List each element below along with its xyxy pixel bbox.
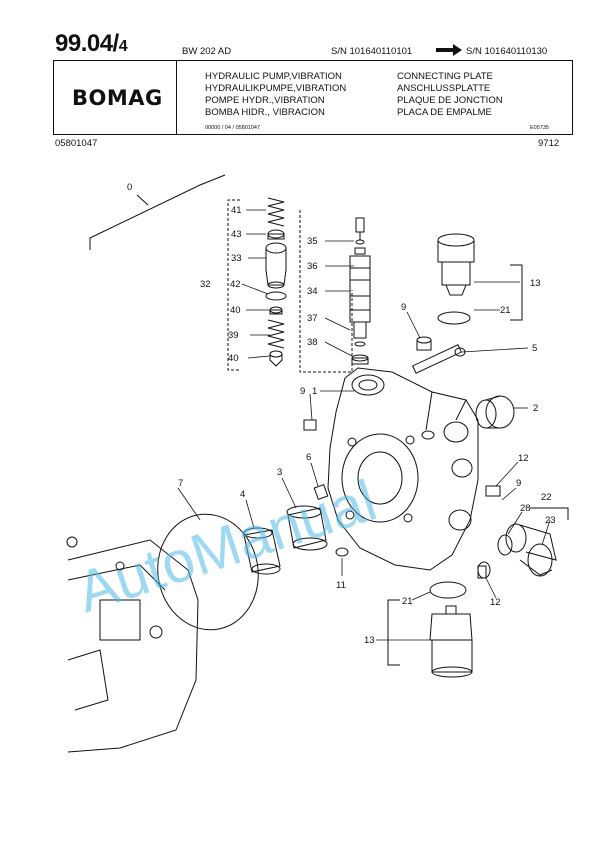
label-43: 43 [231, 229, 242, 240]
title-en: HYDRAULIC PUMP,VIBRATION [205, 71, 342, 82]
label-34: 34 [307, 286, 318, 297]
label-6: 6 [306, 452, 311, 463]
subtitle-en: CONNECTING PLATE [397, 71, 493, 82]
leader-lines [177, 209, 551, 641]
o-ring-7 [157, 513, 259, 631]
sleeve-33 [265, 242, 287, 289]
title-right: CONNECTING PLATE ANSCHLUSSPLATTE PLAQUE … [397, 71, 503, 119]
subtitle-fr: PLAQUE DE JONCTION [397, 95, 503, 106]
screw-5 [411, 344, 466, 374]
spool-assembly [349, 217, 371, 365]
header-divider [176, 60, 177, 135]
label-12-lower: 12 [490, 597, 501, 608]
plug-12-lower [477, 561, 491, 579]
housing-1 [327, 367, 479, 571]
drawing-code: E05735 [530, 125, 549, 131]
label-0: 0 [127, 182, 132, 193]
label-36: 36 [307, 261, 318, 272]
group-32-bracket [227, 199, 240, 371]
subtitle-de: ANSCHLUSSPLATTE [397, 83, 491, 94]
model-name: BW 202 AD [182, 46, 232, 57]
label-3: 3 [277, 467, 282, 478]
label-39: 39 [228, 330, 239, 341]
label-1: 1 [312, 386, 317, 397]
label-21-top: 21 [500, 305, 511, 316]
serial-to: S/N 101640110130 [466, 46, 548, 57]
washer-40-lower [269, 350, 283, 367]
label-23: 23 [545, 515, 556, 526]
group-13-bracket-bottom [387, 599, 400, 666]
o-ring-21-top [437, 311, 471, 325]
label-11: 11 [336, 580, 346, 591]
label-2: 2 [533, 403, 538, 414]
sleeve-3 [286, 505, 328, 551]
label-22: 22 [541, 492, 552, 503]
header-box [53, 60, 573, 135]
label-32: 32 [200, 279, 211, 290]
subtitle-es: PLACA DE EMPALME [397, 107, 492, 118]
title-de: HYDRAULIKPUMPE,VIBRATION [205, 83, 347, 94]
label-13-lower: 13 [364, 635, 375, 646]
date-code: 9712 [538, 138, 560, 149]
group-1-bracket [299, 210, 353, 373]
bushing-2 [475, 395, 515, 429]
label-5: 5 [532, 343, 537, 354]
label-35: 35 [307, 236, 318, 247]
plug-11 [335, 547, 349, 557]
seal-28 [497, 534, 513, 556]
sleeve-4 [243, 527, 281, 575]
label-9-right: 9 [516, 478, 521, 489]
page-number: 99.04/4 [55, 30, 128, 58]
page-number-sub: 4 [118, 38, 128, 55]
label-9-left: 9 [300, 386, 305, 397]
label-9-top: 9 [401, 302, 406, 313]
label-7: 7 [178, 478, 183, 489]
label-40: 40 [230, 305, 241, 316]
title-fr: POMPE HYDR.,VIBRATION [205, 95, 325, 106]
plug-12-upper [485, 485, 501, 497]
relief-valve-13-lower [429, 605, 473, 678]
label-40-b: 40 [228, 353, 239, 364]
plug-9-left [303, 419, 317, 431]
label-33: 33 [231, 253, 242, 264]
document-number: 05801047 [55, 138, 98, 149]
title-left: HYDRAULIC PUMP,VIBRATION HYDRAULIKPUMPE,… [205, 71, 346, 119]
brand-logo: BOMAG [72, 86, 163, 110]
label-42: 42 [230, 279, 241, 290]
plug-9-top [416, 336, 432, 351]
watermark: AutoManual [69, 468, 383, 625]
label-37: 37 [307, 313, 318, 324]
label-41: 41 [231, 205, 242, 216]
label-12-upper: 12 [518, 453, 529, 464]
title-es: BOMBA HIDR., VIBRACION [205, 107, 325, 118]
group-0-bracket [89, 174, 226, 250]
pump-housing [66, 536, 199, 753]
washer-40-upper [269, 306, 283, 315]
label-38: 38 [307, 337, 318, 348]
page-number-main: 99.04/ [55, 30, 119, 57]
reference-code: 00000 / 04 / 05801047 [205, 125, 261, 131]
label-4: 4 [240, 489, 245, 500]
nut-43 [267, 229, 285, 240]
label-28: 28 [520, 503, 531, 514]
relief-valve-13-top [437, 233, 475, 296]
arrow-right-icon [436, 44, 462, 56]
group-13-bracket-top [510, 264, 523, 321]
valve-23 [505, 523, 557, 577]
label-21-lower: 21 [402, 596, 413, 607]
group-22-bracket [530, 507, 569, 520]
pin-6 [313, 484, 329, 500]
label-13-top: 13 [530, 278, 541, 289]
spring-41 [267, 197, 285, 227]
serial-from: S/N 101640110101 [331, 46, 413, 57]
spring-39 [267, 319, 285, 349]
o-ring-42 [265, 291, 287, 301]
o-ring-21-lower [429, 581, 467, 599]
